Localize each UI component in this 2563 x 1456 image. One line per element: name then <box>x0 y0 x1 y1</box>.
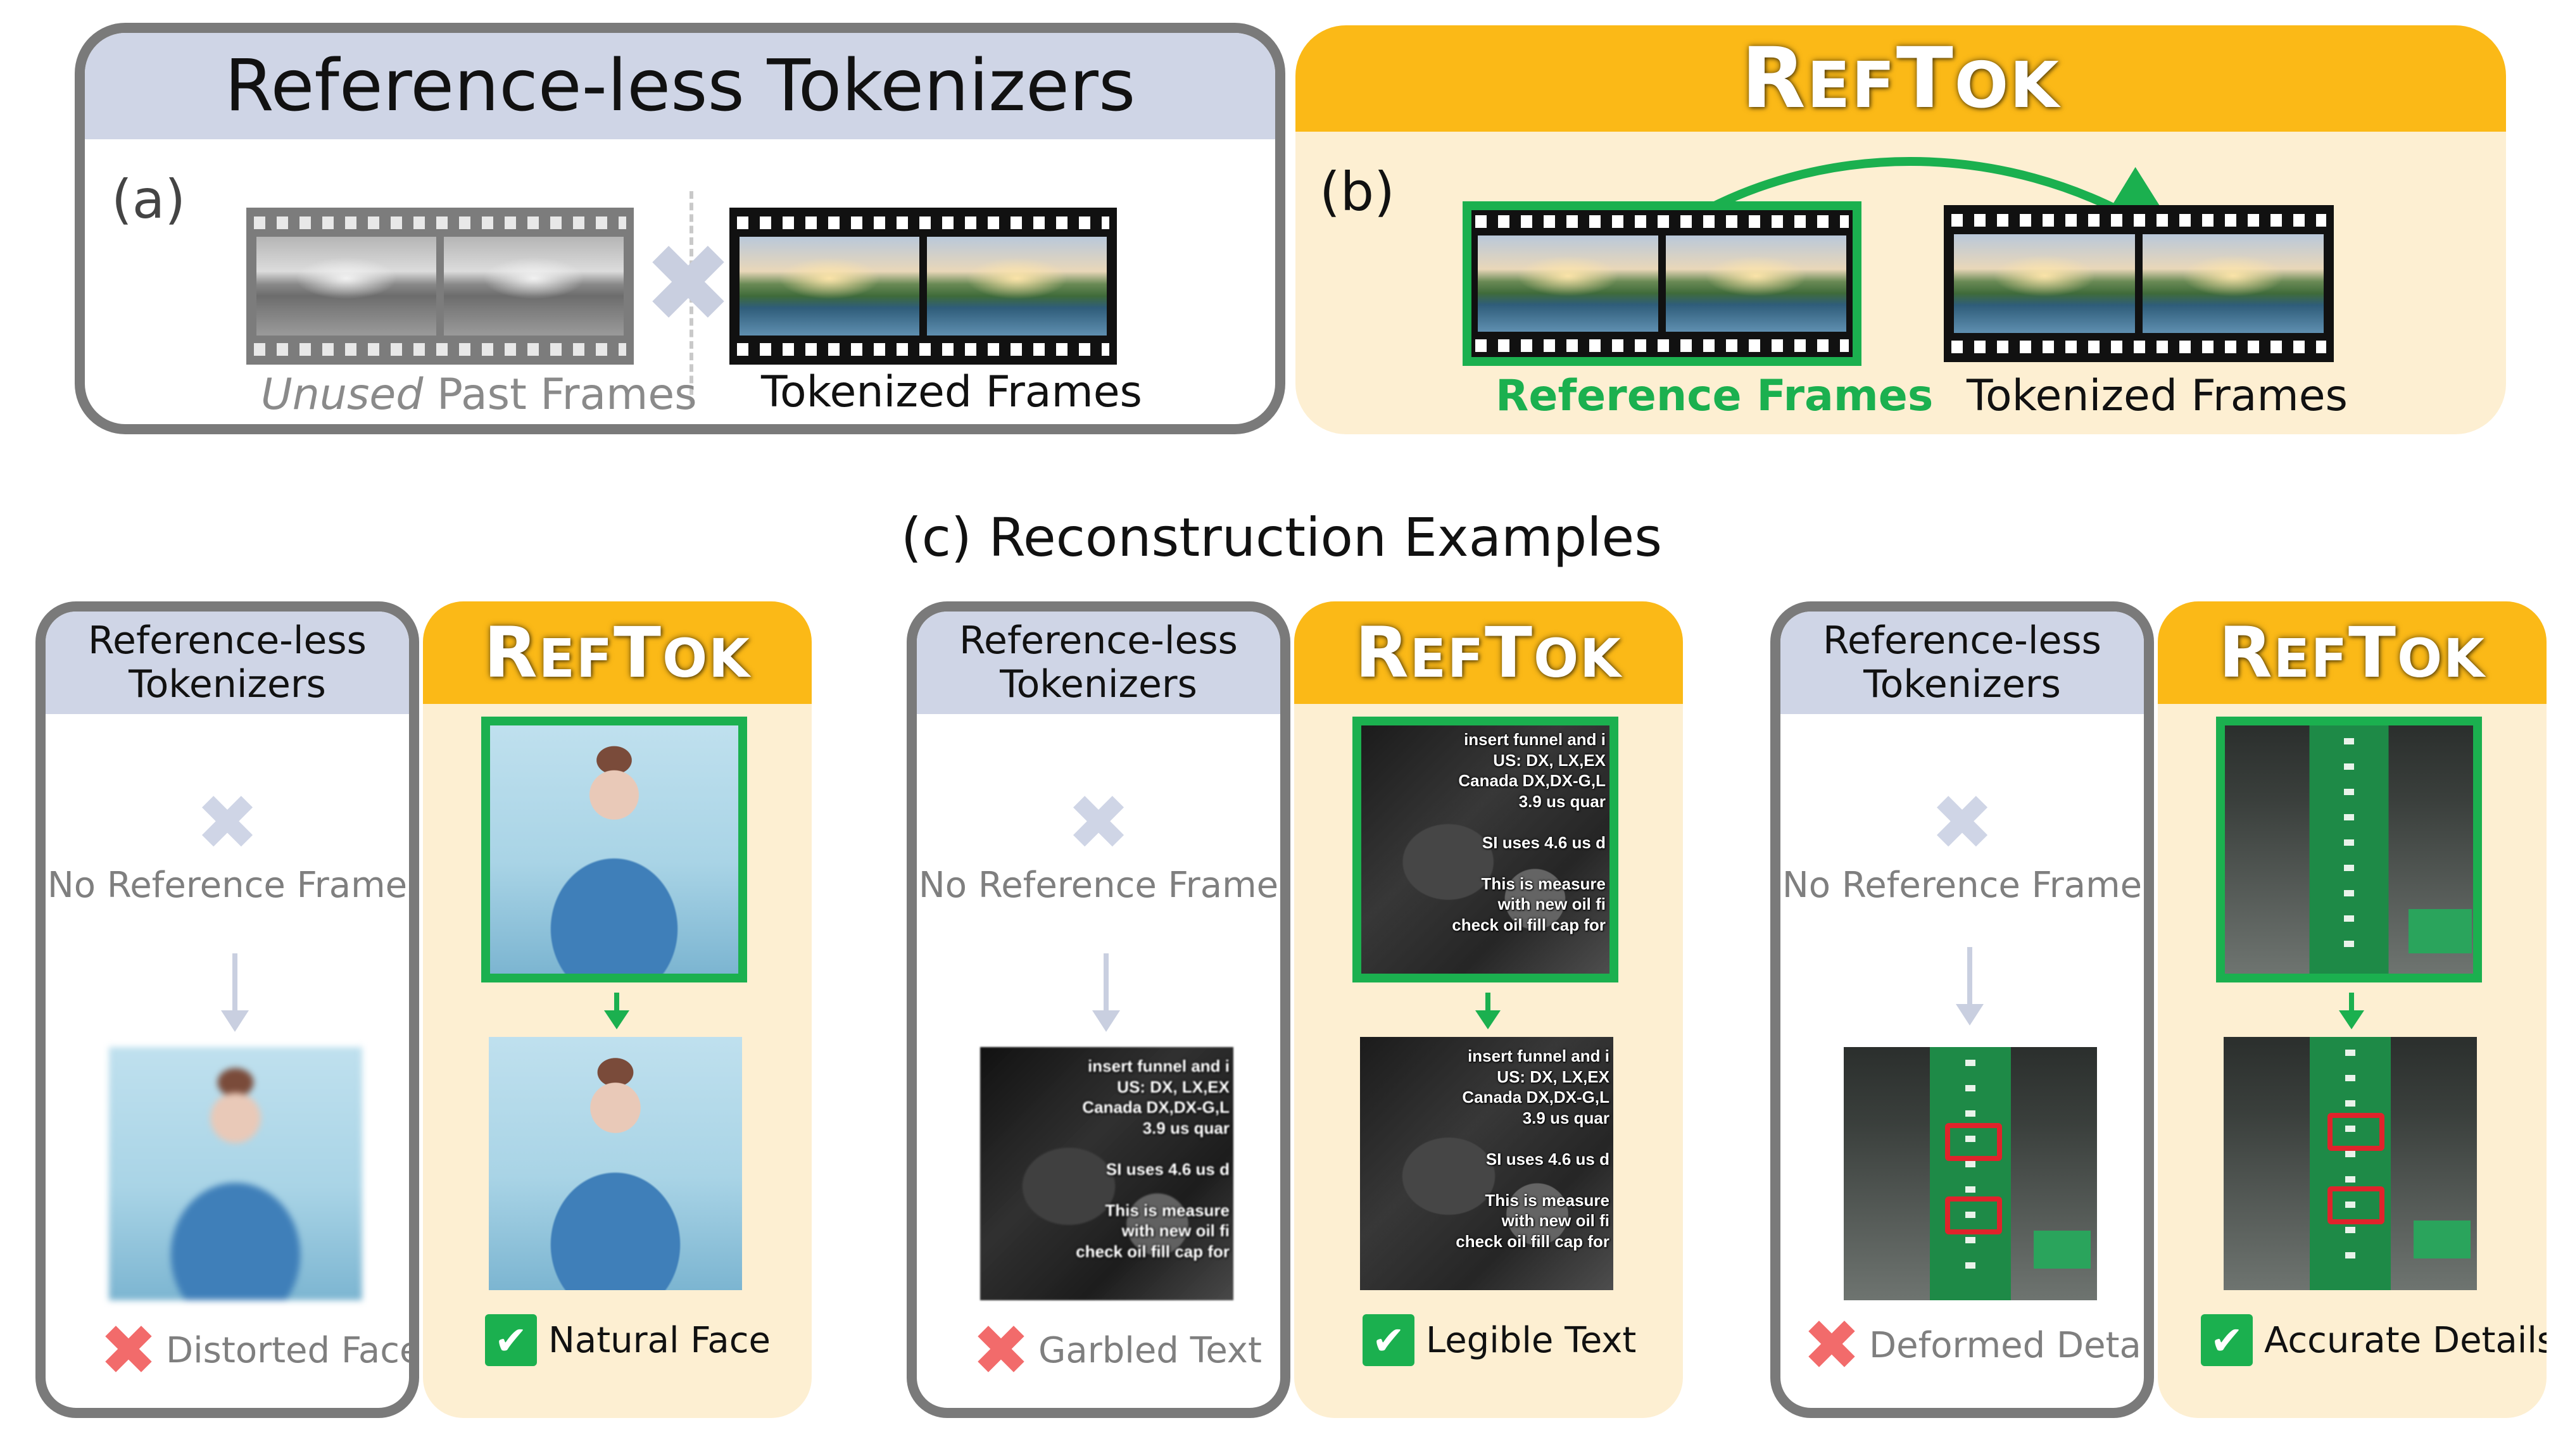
gray-frame-2 <box>444 237 624 336</box>
unused-past-frames-caption: Unused Past Frames <box>261 370 697 420</box>
tokenized-frames-caption-a: Tokenized Frames <box>761 367 1142 417</box>
example-3-reftok-header: REFTOK <box>2158 601 2547 704</box>
deformed-details-label: ✖Deformed Details <box>1802 1305 2154 1386</box>
practice-mat-cup <box>2034 1231 2091 1269</box>
red-cross-icon: ✖ <box>1802 1305 1861 1386</box>
color-frame-1 <box>740 237 919 336</box>
reference-frame-2 <box>1666 235 1846 332</box>
practice-mat-cup <box>2409 909 2472 953</box>
accurate-details-image <box>2224 1037 2477 1290</box>
green-check-icon: ✔ <box>2201 1314 2253 1366</box>
separator-dashed-line <box>690 191 693 406</box>
natural-face-image <box>489 1037 742 1290</box>
down-arrow-green <box>604 993 629 1029</box>
no-reference-cross-icon: ✖ <box>1930 779 1994 867</box>
distorted-face-image <box>109 1047 362 1300</box>
unused-past-frames-strip <box>246 208 634 365</box>
down-arrow-green <box>2339 993 2364 1029</box>
gray-frame-1 <box>256 237 436 336</box>
example-1-refless-column: Reference-less Tokenizers ✖ No Reference… <box>35 601 419 1418</box>
example-2-refless-header: Reference-less Tokenizers <box>917 612 1280 714</box>
down-arrow-gray <box>1092 953 1120 1032</box>
down-arrow-gray <box>1956 947 1984 1026</box>
no-reference-label: No Reference Frame <box>1782 865 2143 906</box>
example-3-refless-column: Reference-less Tokenizers ✖ No Reference… <box>1770 601 2154 1418</box>
panel-b-tag: (b) <box>1319 161 1395 223</box>
example-3-refless-header: Reference-less Tokenizers <box>1780 612 2144 714</box>
no-reference-label: No Reference Frame <box>47 865 408 906</box>
reference-face-image <box>481 717 747 982</box>
reference-frames-highlight <box>1463 201 1861 366</box>
garbled-text-label: ✖Garbled Text <box>971 1310 1262 1391</box>
down-arrow-gray <box>221 953 249 1032</box>
panel-b-title: REFTOK <box>1295 25 2506 132</box>
legible-text-label: ✔Legible Text <box>1363 1314 1636 1366</box>
panel-a-title: Reference-less Tokenizers <box>85 33 1275 139</box>
reference-arrow <box>1673 157 2169 241</box>
panel-a-tag: (a) <box>111 168 186 230</box>
down-arrow-green <box>1475 993 1501 1029</box>
tokenized-frames-strip-b <box>1944 205 2334 362</box>
no-reference-cross-icon: ✖ <box>195 779 260 867</box>
panel-reference-less: Reference-less Tokenizers (a) ✖ Unused P… <box>75 23 1285 434</box>
example-2-refless-column: Reference-less Tokenizers ✖ No Reference… <box>907 601 1290 1418</box>
practice-mat-cup <box>2414 1221 2471 1258</box>
red-highlight-box <box>2327 1113 2384 1151</box>
no-reference-cross-icon: ✖ <box>1066 779 1131 867</box>
accurate-details-label: ✔Accurate Details <box>2201 1314 2547 1366</box>
green-check-icon: ✔ <box>485 1314 537 1366</box>
red-cross-icon: ✖ <box>971 1310 1031 1391</box>
example-1-refless-header: Reference-less Tokenizers <box>46 612 409 714</box>
green-check-icon: ✔ <box>1363 1314 1414 1366</box>
no-reference-label: No Reference Frame <box>918 865 1279 906</box>
red-highlight-box <box>1945 1123 2002 1161</box>
panel-reftok: REFTOK (b) Reference Frames Tokenized Fr… <box>1295 25 2506 434</box>
example-3-reftok-column: REFTOK ✔Accurate Details <box>2158 601 2547 1418</box>
example-2-reftok-header: REFTOK <box>1294 601 1683 704</box>
red-cross-icon: ✖ <box>99 1310 158 1391</box>
red-highlight-box <box>1945 1196 2002 1234</box>
natural-face-label: ✔Natural Face <box>485 1314 771 1366</box>
distorted-face-label: ✖Distorted Face <box>99 1310 419 1391</box>
section-c-title: (c) Reconstruction Examples <box>901 506 1662 568</box>
reference-details-image <box>2216 717 2482 982</box>
cross-icon: ✖ <box>643 222 734 347</box>
deformed-details-image <box>1844 1047 2097 1300</box>
tokenized-frame-2 <box>2143 234 2324 333</box>
example-1-reftok-column: REFTOK ✔Natural Face <box>423 601 812 1418</box>
tokenized-frame-1 <box>1954 234 2135 333</box>
reference-frame-1 <box>1478 235 1658 332</box>
tokenized-frames-strip-a <box>729 208 1117 365</box>
red-highlight-box <box>2327 1186 2384 1224</box>
example-1-reftok-header: REFTOK <box>423 601 812 704</box>
color-frame-2 <box>927 237 1107 336</box>
reference-frames-caption: Reference Frames <box>1496 371 1934 421</box>
tokenized-frames-caption-b: Tokenized Frames <box>1967 371 2348 421</box>
